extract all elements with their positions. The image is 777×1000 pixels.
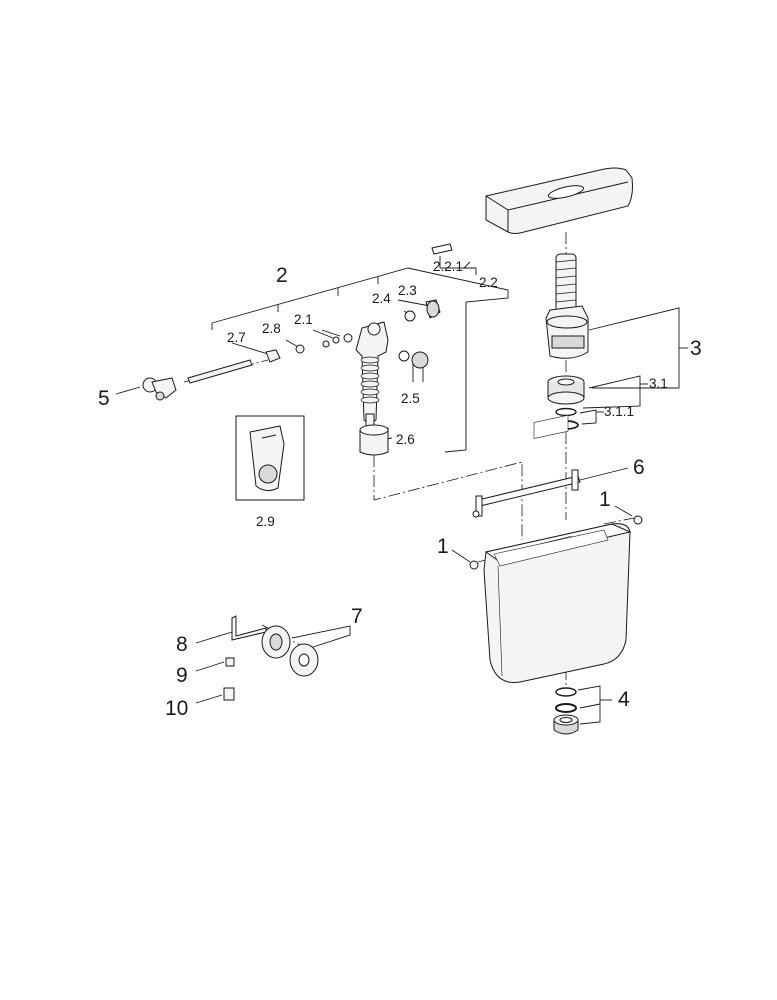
frame-bracket	[472, 469, 581, 518]
label-part-2-9: 2.9	[256, 514, 275, 529]
label-part-2: 2	[276, 264, 288, 287]
screws	[469, 515, 643, 570]
actuator-parts	[223, 615, 319, 701]
cistern-tank	[483, 414, 632, 684]
flush-valve	[545, 253, 589, 430]
label-part-7: 7	[351, 605, 363, 628]
label-part-2-2: 2.2	[479, 275, 498, 290]
cistern-lid	[485, 167, 633, 234]
label-part-10: 10	[165, 697, 189, 720]
label-part-2-8: 2.8	[262, 321, 281, 336]
label-part-3-1: 3.1	[649, 376, 668, 391]
label-part-6: 6	[633, 456, 645, 479]
label-part-9: 9	[176, 664, 188, 687]
label-part-5: 5	[98, 387, 110, 410]
label-part-1-left: 1	[437, 535, 449, 558]
label-part-1-right: 1	[599, 488, 611, 511]
label-part-2-1: 2.1	[294, 312, 313, 327]
angle-valve	[142, 377, 177, 401]
outlet-seals	[553, 687, 579, 735]
label-part-3-1-1: 3.1.1	[604, 404, 635, 419]
label-part-2-3: 2.3	[398, 283, 417, 298]
label-part-2-5: 2.5	[401, 391, 420, 406]
label-part-2-7: 2.7	[227, 330, 246, 345]
label-part-4: 4	[618, 688, 630, 711]
label-part-2-2-1: 2.2.1	[433, 259, 464, 274]
label-part-3: 3	[690, 337, 702, 360]
detail-inset	[235, 415, 305, 501]
label-part-2-4: 2.4	[372, 291, 391, 306]
fill-valve	[187, 243, 453, 456]
label-part-2-6: 2.6	[396, 432, 415, 447]
label-part-8: 8	[176, 633, 188, 656]
